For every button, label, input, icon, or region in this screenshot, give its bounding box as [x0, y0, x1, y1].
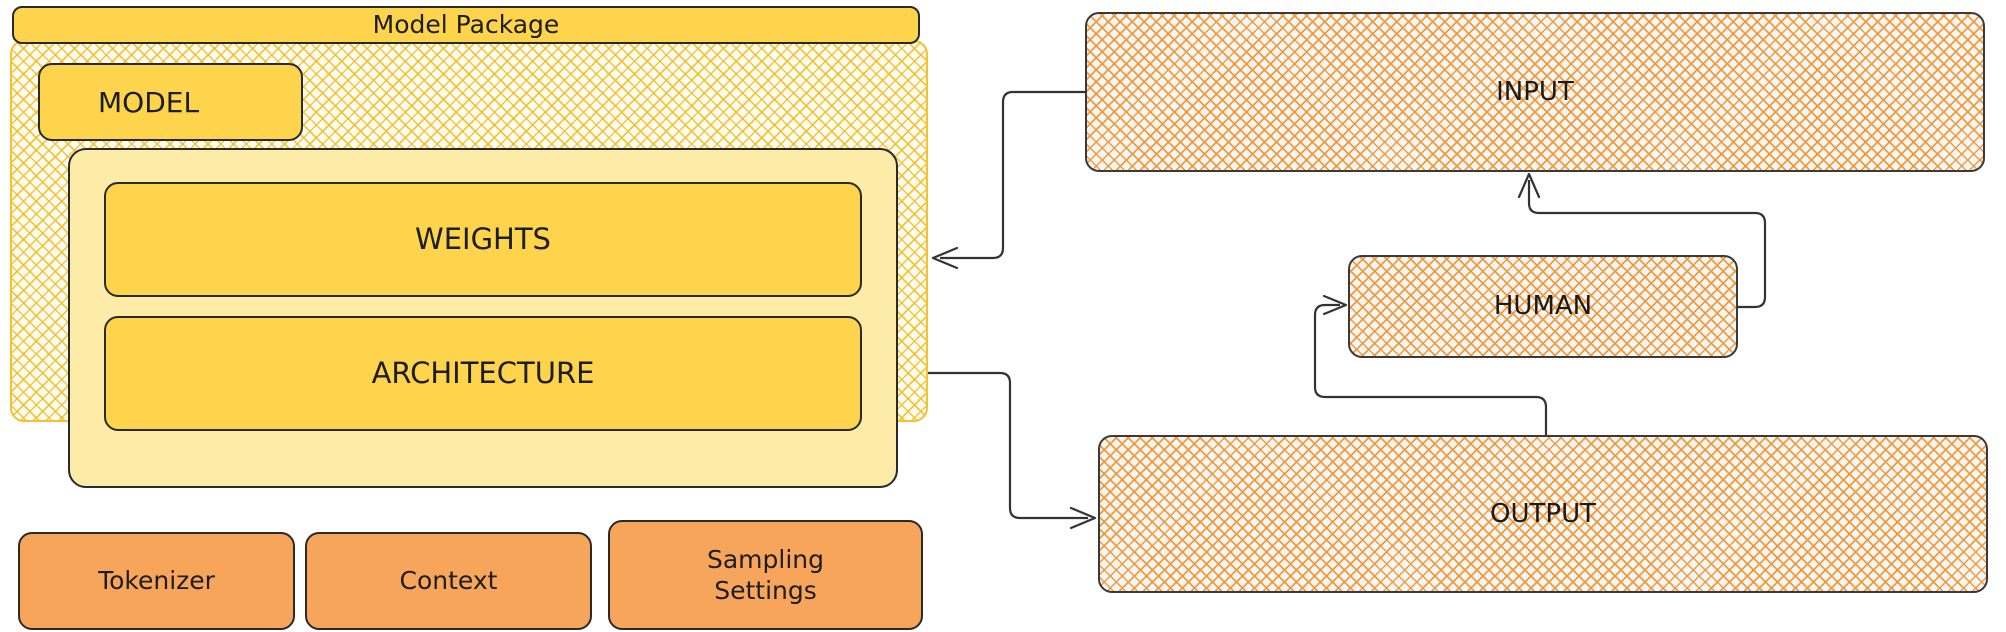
input-label: INPUT — [1496, 76, 1574, 107]
context-box[interactable]: Context — [305, 532, 592, 630]
architecture-box[interactable]: ARCHITECTURE — [104, 316, 862, 431]
sampling-settings-label-line2: Settings — [714, 576, 817, 605]
weights-box[interactable]: WEIGHTS — [104, 182, 862, 297]
human-label: HUMAN — [1493, 291, 1593, 322]
tokenizer-label: Tokenizer — [98, 566, 215, 596]
edge-model-package-to-output — [928, 371, 1097, 530]
sampling-settings-box[interactable]: Sampling Settings — [608, 520, 923, 630]
edge-input-to-model-package — [931, 90, 1085, 270]
weights-label: WEIGHTS — [415, 222, 551, 257]
output-label: OUTPUT — [1490, 498, 1596, 529]
architecture-label: ARCHITECTURE — [371, 356, 595, 391]
model-package-title-label: Model Package — [372, 10, 560, 40]
model-package-title-bar: Model Package — [12, 6, 920, 44]
context-label: Context — [399, 566, 498, 596]
input-node[interactable]: INPUT — [1085, 12, 1985, 172]
model-tab-label: MODEL — [98, 85, 200, 119]
output-node[interactable]: OUTPUT — [1098, 435, 1988, 593]
model-tab[interactable]: MODEL — [38, 63, 303, 141]
sampling-settings-label-line1: Sampling — [706, 544, 825, 574]
human-node[interactable]: HUMAN — [1348, 255, 1738, 358]
tokenizer-box[interactable]: Tokenizer — [18, 532, 295, 630]
